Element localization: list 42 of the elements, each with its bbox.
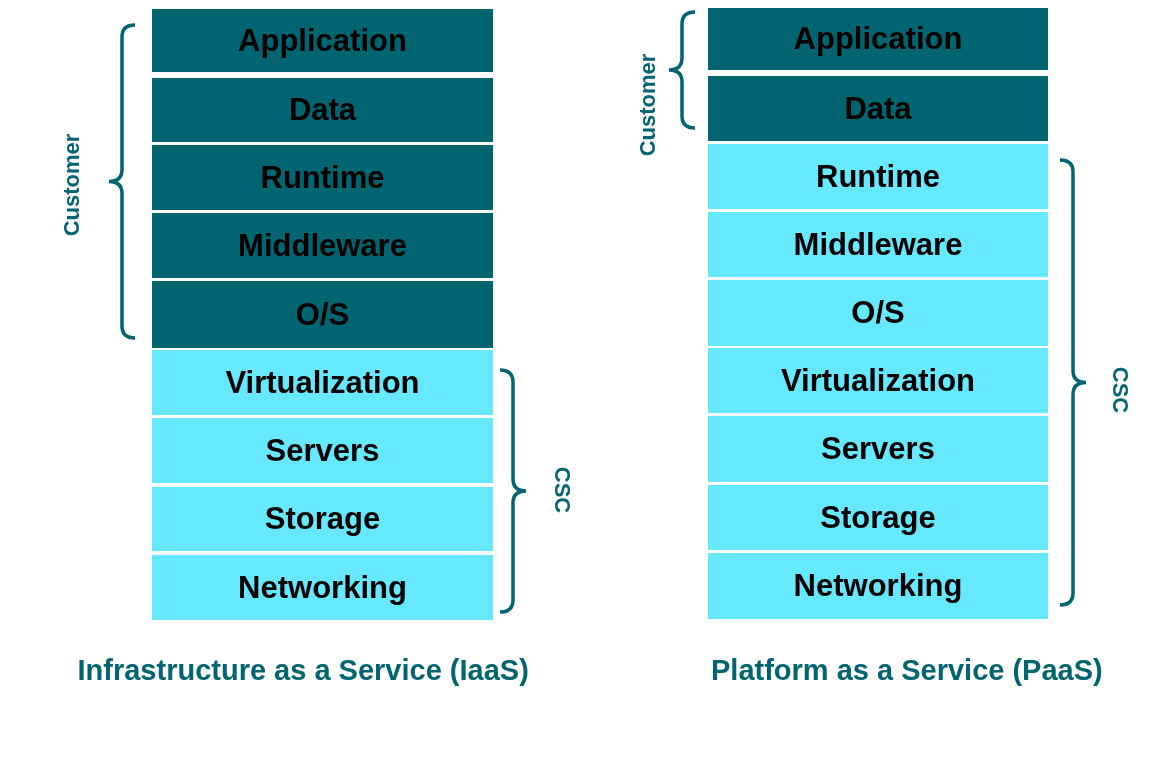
layer-box [152, 555, 493, 620]
layer-label: Middleware [238, 227, 407, 264]
layer-label: Servers [265, 432, 380, 469]
layer-label: Data [288, 92, 357, 128]
layer-box [708, 416, 1048, 482]
layer-box [152, 78, 493, 142]
layer-label: Storage [264, 501, 381, 537]
layer-box [708, 144, 1048, 209]
layer-label: Application [793, 21, 963, 57]
layer-label: Storage [820, 499, 936, 536]
layer-box [708, 280, 1048, 346]
layer-box [708, 553, 1048, 619]
layer-box [152, 487, 493, 551]
layer-box [708, 485, 1048, 550]
layer-box [152, 213, 493, 278]
layer-box [152, 145, 493, 210]
layer-box [152, 281, 493, 348]
layer-box [708, 212, 1048, 277]
layer-label: Runtime [260, 159, 385, 196]
layer-box [152, 9, 493, 72]
bracket-label: Customer [58, 133, 85, 237]
layer-label: Virtualization [780, 362, 976, 399]
layer-label: O/S [851, 295, 905, 331]
layer-box [708, 348, 1048, 413]
layer-label: Middleware [793, 226, 963, 263]
layer-label: Application [238, 22, 407, 59]
bracket-label: CSC [1107, 366, 1134, 414]
layer-box [152, 350, 493, 415]
bracket-label: Customer [634, 53, 661, 157]
layer-label: Virtualization [225, 364, 420, 401]
layer-label: Servers [821, 431, 935, 467]
layer-label: Data [844, 90, 912, 127]
layer-label: O/S [295, 296, 350, 333]
layer-label: Networking [238, 569, 407, 606]
layer-label: Runtime [816, 158, 940, 195]
layer-box [708, 8, 1048, 70]
bracket-label: CSC [549, 466, 576, 514]
stack-title: Infrastructure as a Service (IaaS) [77, 653, 529, 687]
layer-label: Networking [793, 568, 963, 604]
stack-title: Platform as a Service (PaaS) [711, 653, 1103, 687]
layer-box [708, 76, 1048, 141]
layer-box [152, 418, 493, 483]
